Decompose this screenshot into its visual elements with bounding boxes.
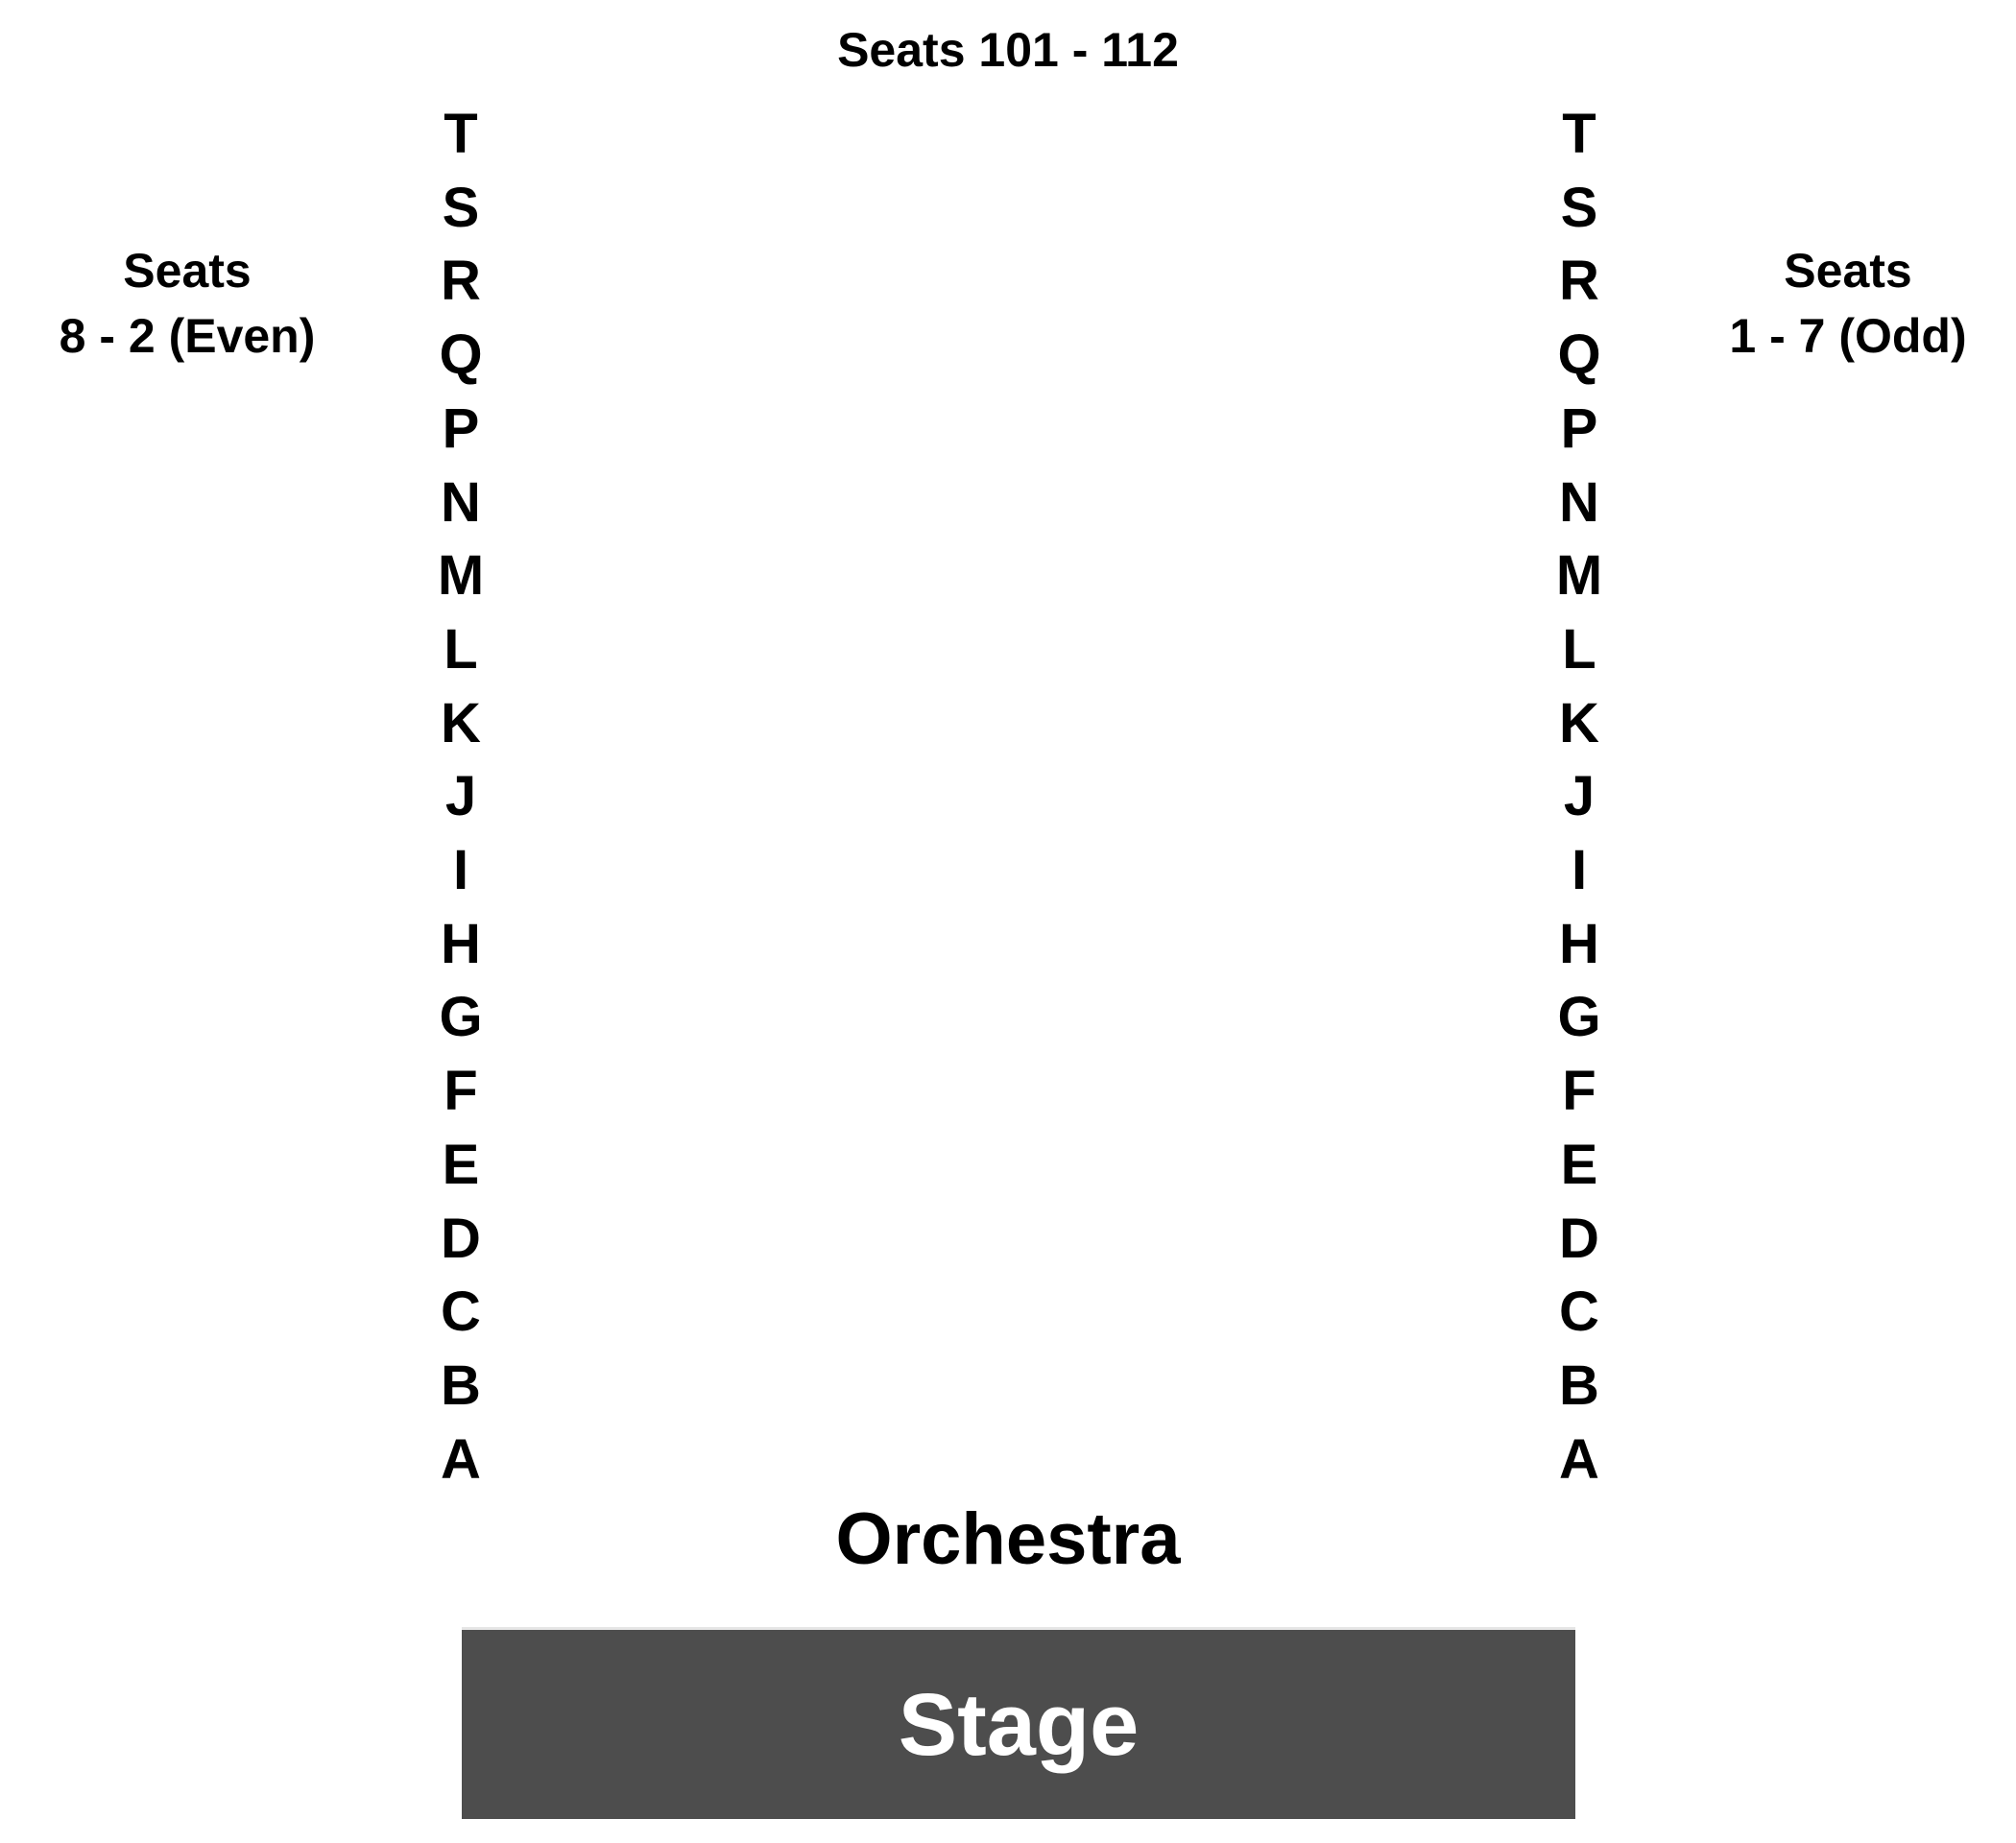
left-seats-label-line1: Seats	[123, 244, 252, 298]
left-row-d: D	[441, 1208, 481, 1270]
left-seats-label-line2: 8 - 2 (Even)	[59, 309, 316, 363]
right-row-m: M	[1555, 544, 1603, 607]
left-row-a: A	[441, 1428, 481, 1491]
section-title: Orchestra	[835, 1498, 1181, 1580]
right-row-n: N	[1559, 471, 1599, 534]
left-row-h: H	[441, 913, 481, 975]
left-row-q: Q	[439, 323, 483, 386]
left-row-i: I	[452, 839, 469, 901]
stage-block: Stage	[462, 1627, 1575, 1819]
right-row-l: L	[1562, 618, 1596, 681]
left-row-k: K	[441, 692, 481, 754]
right-row-e: E	[1560, 1134, 1598, 1196]
left-row-j: J	[444, 765, 477, 827]
right-row-k: K	[1559, 692, 1599, 754]
left-row-n: N	[441, 471, 481, 534]
left-row-s: S	[442, 177, 480, 239]
left-row-m: M	[437, 544, 485, 607]
right-row-d: D	[1559, 1208, 1599, 1270]
right-row-p: P	[1560, 397, 1598, 460]
center-seats-label: Seats 101 - 112	[837, 23, 1179, 77]
left-row-r: R	[441, 250, 481, 312]
right-row-j: J	[1563, 765, 1596, 827]
right-row-r: R	[1559, 250, 1599, 312]
left-row-t: T	[444, 103, 478, 165]
left-row-g: G	[439, 986, 483, 1048]
left-row-e: E	[442, 1134, 480, 1196]
left-row-p: P	[442, 397, 480, 460]
right-row-s: S	[1560, 177, 1598, 239]
right-row-a: A	[1559, 1428, 1599, 1491]
left-seats-label: Seats 8 - 2 (Even)	[0, 238, 389, 369]
right-row-h: H	[1559, 913, 1599, 975]
right-row-q: Q	[1557, 323, 1601, 386]
right-row-c: C	[1559, 1281, 1599, 1343]
right-seats-label-line1: Seats	[1784, 244, 1912, 298]
right-row-i: I	[1571, 839, 1588, 901]
left-row-c: C	[441, 1281, 481, 1343]
right-seats-label: Seats 1 - 7 (Odd)	[1646, 238, 2016, 369]
right-row-b: B	[1559, 1354, 1599, 1417]
right-row-t: T	[1562, 103, 1596, 165]
left-row-f: F	[444, 1060, 478, 1122]
stage-label: Stage	[898, 1675, 1140, 1774]
right-seats-label-line2: 1 - 7 (Odd)	[1729, 309, 1967, 363]
left-row-b: B	[441, 1354, 481, 1417]
right-row-g: G	[1557, 986, 1601, 1048]
right-row-f: F	[1562, 1060, 1596, 1122]
left-row-l: L	[444, 618, 478, 681]
